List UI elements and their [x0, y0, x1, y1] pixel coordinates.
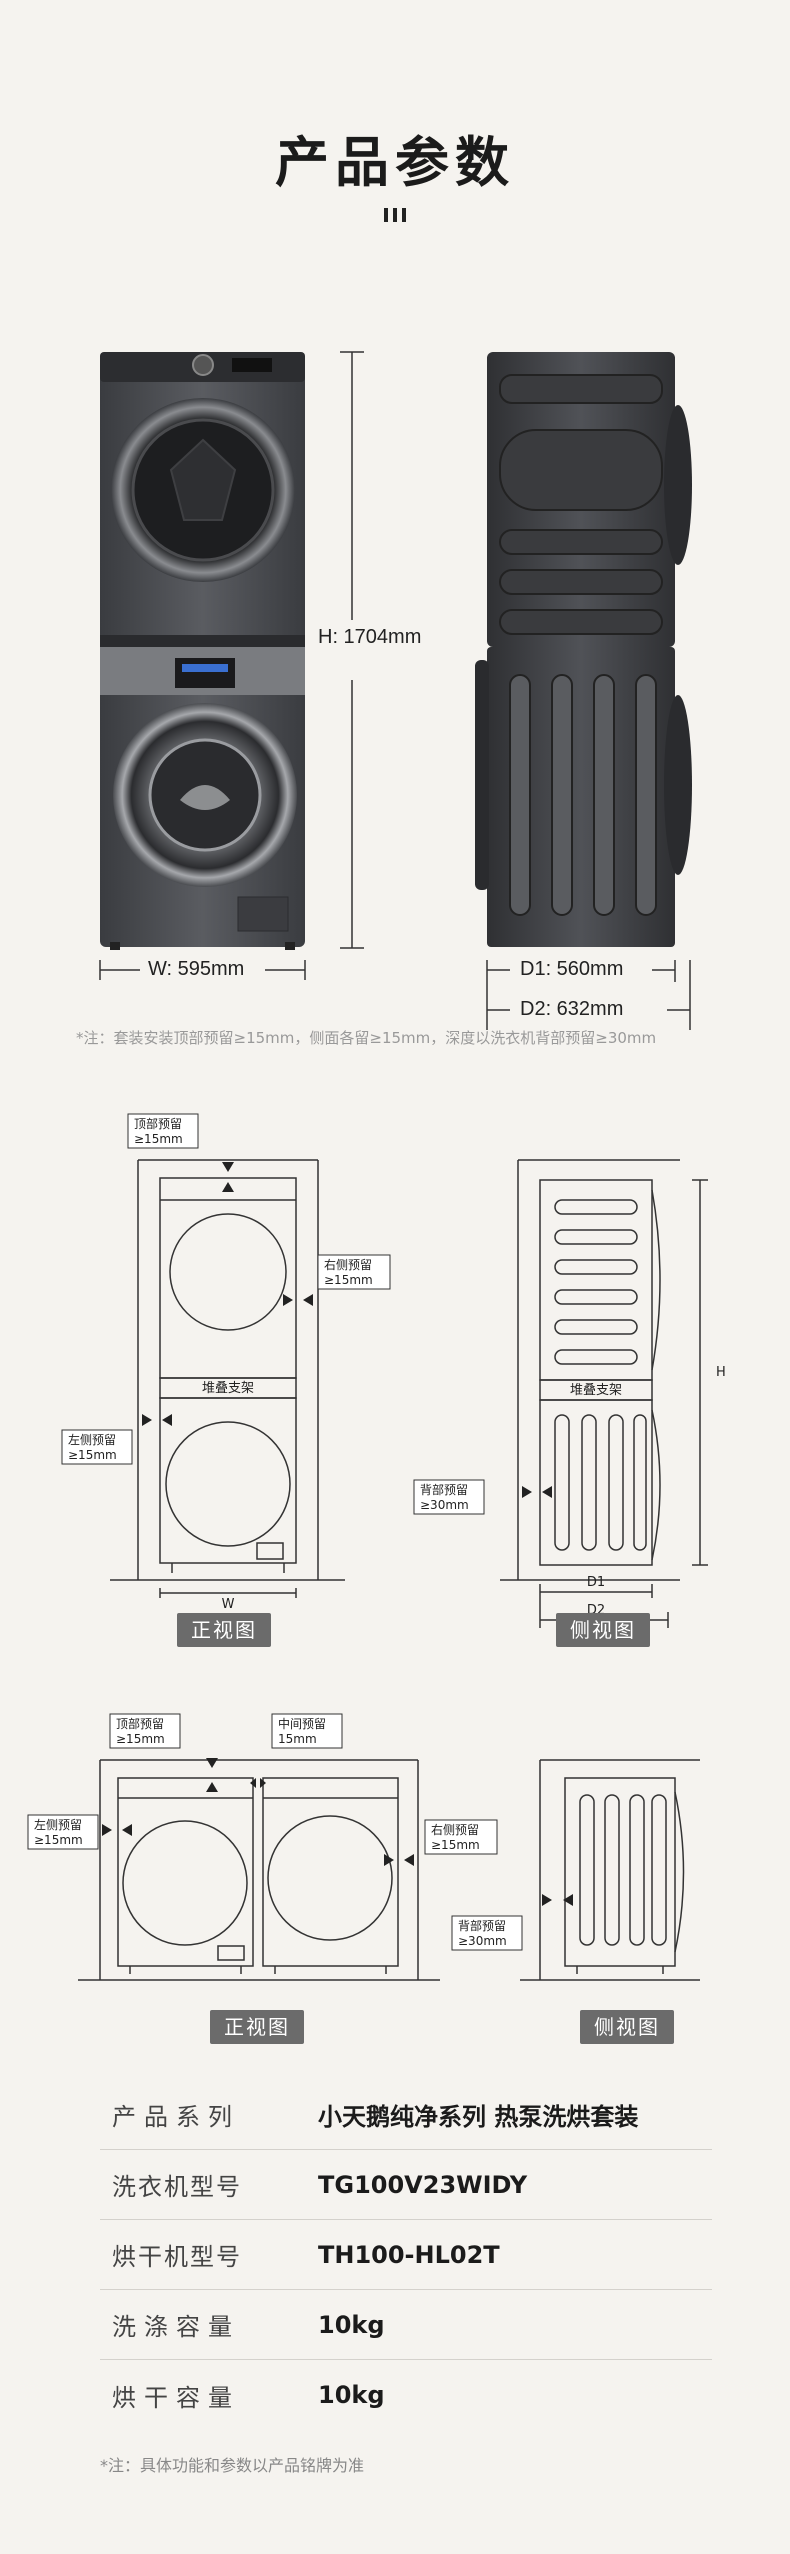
right-reserve-value: ≥15mm — [324, 1273, 373, 1287]
side-machine-photo — [475, 352, 692, 947]
spec-row-dryer-model: 烘干机型号 TH100-HL02T — [100, 2220, 712, 2290]
spec-row-washer-model: 洗衣机型号 TG100V23WIDY — [100, 2150, 712, 2220]
depth2-label: D2: 632mm — [520, 998, 624, 1020]
side-by-side-front-diagram — [78, 1759, 440, 1981]
top-reserve-label: 顶部预留 — [134, 1116, 182, 1131]
side-d1-label: D1 — [587, 1575, 605, 1590]
depth-dimensions — [486, 960, 691, 1030]
stack-bracket-label: 堆叠支架 — [202, 1381, 254, 1396]
side-by-side-label-boxes — [27, 1713, 523, 1951]
sbs-top-reserve-label: 顶部预留 — [116, 1716, 164, 1731]
height-label: H: 1704mm — [318, 626, 422, 648]
spec-key: 烘干机型号 — [112, 2243, 242, 2271]
sbs-mid-reserve-label: 中间预留 — [278, 1716, 326, 1731]
spec-value: 小天鹅纯净系列 热泵洗烘套装 — [318, 2103, 639, 2131]
stacked-front-diagram — [110, 1159, 345, 1598]
product-photo-svg — [99, 351, 692, 1030]
sbs-right-reserve-label: 右侧预留 — [431, 1822, 479, 1837]
sbs-right-reserve-value: ≥15mm — [431, 1838, 480, 1852]
spec-key: 烘干容量 — [112, 2383, 240, 2412]
back-reserve-value: ≥30mm — [420, 1498, 469, 1512]
stacked-side-pill: 侧视图 — [556, 1613, 650, 1647]
spec-row-dry-capacity: 烘干容量 10kg — [100, 2360, 712, 2430]
sbs-top-reserve-value: ≥15mm — [116, 1732, 165, 1746]
page-title: 产品参数 — [275, 131, 515, 194]
sbs-left-reserve-value: ≥15mm — [34, 1833, 83, 1847]
left-reserve-label: 左侧预留 — [68, 1432, 116, 1447]
install-note: *注：套装安装顶部预留≥15mm，侧面各留≥15mm，深度以洗衣机背部预留≥30… — [76, 1029, 657, 1047]
spec-value: TH100-HL02T — [318, 2240, 500, 2269]
width-dimension — [99, 960, 306, 980]
sbs-back-reserve-value: ≥30mm — [458, 1934, 507, 1948]
footer-note: *注：具体功能和参数以产品铭牌为准 — [100, 2456, 365, 2475]
depth1-label: D1: 560mm — [520, 958, 624, 980]
front-machine-photo — [100, 352, 305, 950]
stacked-install-diagrams: 堆叠支架 W — [61, 1113, 726, 1628]
side-by-side-side-arrows — [542, 1894, 573, 1906]
side-by-side-install-diagrams: 顶部预留 ≥15mm 中间预留 15mm 左侧预留 ≥15mm 右侧预留 ≥15… — [27, 1713, 700, 1981]
left-reserve-value: ≥15mm — [68, 1448, 117, 1462]
sbs-front-pill: 正视图 — [210, 2010, 304, 2044]
side-stack-bracket-label: 堆叠支架 — [570, 1383, 622, 1398]
spec-row-wash-capacity: 洗涤容量 10kg — [100, 2290, 712, 2360]
height-dimension — [340, 351, 364, 949]
sbs-side-pill: 侧视图 — [580, 2010, 674, 2044]
sbs-left-reserve-label: 左侧预留 — [34, 1817, 82, 1832]
stacked-label-boxes — [61, 1113, 485, 1515]
sbs-back-reserve-label: 背部预留 — [458, 1918, 506, 1933]
top-reserve-value: ≥15mm — [134, 1132, 183, 1146]
title-decoration — [383, 208, 407, 222]
spec-key: 洗涤容量 — [112, 2313, 240, 2341]
spec-key: 产品系列 — [112, 2103, 240, 2131]
side-by-side-side-diagram — [520, 1759, 700, 1981]
spec-table: 产品系列 小天鹅纯净系列 热泵洗烘套装 洗衣机型号 TG100V23WIDY 烘… — [100, 2080, 712, 2430]
spec-value: 10kg — [318, 2381, 385, 2409]
sbs-mid-reserve-value: 15mm — [278, 1732, 317, 1746]
spec-key: 洗衣机型号 — [112, 2173, 242, 2201]
right-reserve-label: 右侧预留 — [324, 1257, 372, 1272]
stacked-front-arrows — [142, 1162, 313, 1426]
spec-value: TG100V23WIDY — [318, 2170, 528, 2199]
side-h-label: H — [716, 1365, 726, 1380]
stacked-front-pill: 正视图 — [177, 1613, 271, 1647]
width-label: W: 595mm — [148, 958, 245, 980]
spec-value: 10kg — [318, 2310, 385, 2339]
stacked-side-arrows — [522, 1486, 552, 1498]
spec-row-series: 产品系列 小天鹅纯净系列 热泵洗烘套装 — [100, 2080, 712, 2150]
side-by-side-front-arrows — [102, 1758, 414, 1866]
stacked-side-diagram — [500, 1159, 708, 1628]
stack-w-label: W — [222, 1597, 235, 1612]
product-photo-diagram: H: 1704mm W: 595mm D1: 560mm D2: 632mm — [0, 330, 790, 1030]
back-reserve-label: 背部预留 — [420, 1482, 468, 1497]
